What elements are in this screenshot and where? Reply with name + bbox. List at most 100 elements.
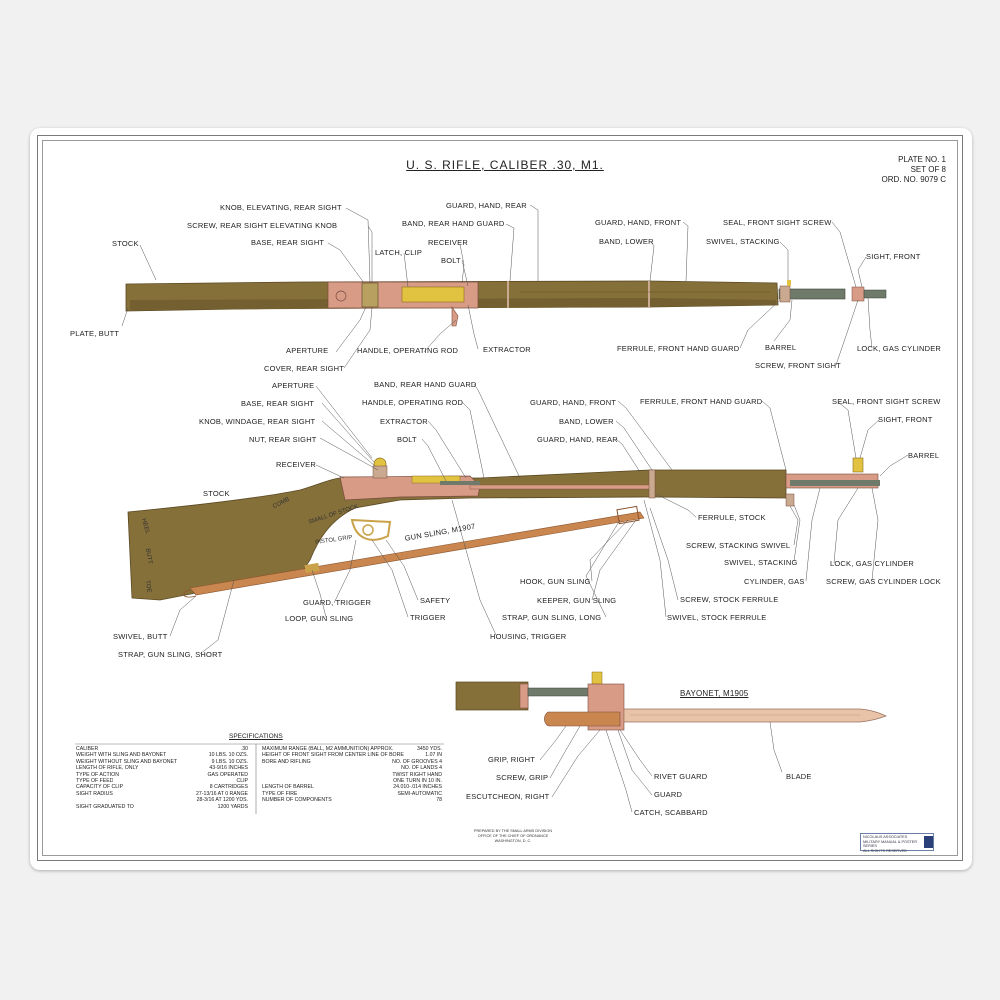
spec-row: NUMBER OF COMPONENTS 78 — [262, 797, 442, 803]
top-clip-opening — [401, 286, 465, 303]
label-mid-swivel-stacking: SWIVEL, STACKING — [724, 558, 798, 567]
spec-key: WEIGHT WITHOUT SLING AND BAYONET — [76, 758, 178, 765]
label-mid-aperture: APERTURE — [272, 381, 315, 390]
label-mid-swivel-butt: SWIVEL, BUTT — [113, 632, 168, 641]
label-mid-safety: SAFETY — [420, 596, 451, 605]
side-op-rod — [469, 484, 651, 490]
label-mid-bolt: BOLT — [397, 435, 417, 444]
label-mid-cylinder-gas: CYLINDER, GAS — [744, 577, 805, 586]
spec-key: HEIGHT OF FRONT SIGHT FROM CENTER LINE O… — [262, 752, 404, 759]
plate-title: U. S. RIFLE, CALIBER .30, M1. — [406, 158, 604, 172]
rifle-side-view — [127, 457, 880, 601]
label-top-stock: STOCK — [112, 239, 139, 248]
specifications-heading: SPECIFICATIONS — [229, 733, 283, 740]
label-mid-knob-windage: KNOB, WINDAGE, REAR SIGHT — [199, 417, 316, 426]
label-top-screw-elevating: SCREW, REAR SIGHT ELEVATING KNOB — [187, 221, 338, 230]
sticker-background — [30, 128, 972, 870]
label-mid-guard-trigger: GUARD, TRIGGER — [303, 598, 372, 607]
plate-set: SET OF 8 — [910, 165, 946, 174]
label-mid-band-lower: BAND, LOWER — [559, 417, 614, 426]
label-mid-nut-rear: NUT, REAR SIGHT — [249, 435, 317, 444]
label-mid-lock-gas: LOCK, GAS CYLINDER — [830, 559, 915, 568]
spec-key: BORE AND RIFLING — [262, 758, 311, 765]
label-top-ferrule-front-hg: FERRULE, FRONT HAND GUARD — [617, 344, 740, 353]
spec-value: .30 — [240, 746, 248, 752]
label-top-plate-butt: PLATE, BUTT — [70, 329, 120, 338]
plate-number-block: PLATE NO. 1 SET OF 8 ORD. NO. 9079 C — [836, 155, 946, 185]
side-gun-sling — [189, 511, 645, 596]
top-rear-sight-knob — [335, 290, 347, 302]
label-mid-screw-stacking-swivel: SCREW, STACKING SWIVEL — [686, 541, 791, 550]
side-trigger-guard — [350, 518, 392, 541]
spec-value: ONE TURN IN 10 IN. — [393, 778, 442, 785]
rifle-top-view — [125, 280, 887, 327]
bayonet-grip — [544, 711, 621, 727]
label-top-barrel: BARREL — [765, 343, 797, 352]
label-top-seal-front: SEAL, FRONT SIGHT SCREW — [723, 218, 832, 227]
publisher-line-2: MILITARY MANUAL & POSTER SERIES — [863, 839, 918, 849]
publisher-line-1: NICOLAUS ASSOCIATES — [863, 835, 908, 839]
label-top-sight-front: SIGHT, FRONT — [866, 252, 921, 261]
label-top-knob-elevating: KNOB, ELEVATING, REAR SIGHT — [220, 203, 342, 212]
label-mid-swivel-stock-ferrule: SWIVEL, STOCK FERRULE — [667, 613, 767, 622]
publisher-logo-icon — [924, 836, 933, 848]
spec-value: 24.010-.014 INCHES — [393, 784, 442, 791]
spec-row: CALIBER .30 — [76, 746, 248, 752]
ord-number: ORD. NO. 9079 C — [881, 175, 946, 184]
label-mid-guard-hand-front: GUARD, HAND, FRONT — [530, 398, 617, 407]
label-mid-housing-trigger: HOUSING, TRIGGER — [490, 632, 567, 641]
spec-value: NO. OF GROOVES 4 — [392, 758, 442, 765]
publisher-box: NICOLAUS ASSOCIATES MILITARY MANUAL & PO… — [860, 833, 934, 853]
label-top-band-rear-hg: BAND, REAR HAND GUARD — [402, 219, 505, 228]
spec-value: CLIP — [236, 778, 248, 785]
label-mid-stock: STOCK — [203, 489, 230, 498]
label-top-lock-gas: LOCK, GAS CYLINDER — [857, 344, 942, 353]
top-op-handle — [451, 306, 459, 327]
plate-number: PLATE NO. 1 — [898, 155, 946, 164]
spec-row: ONE TURN IN 10 IN. — [262, 778, 442, 784]
label-mid-sight-front: SIGHT, FRONT — [878, 415, 933, 424]
label-bayonet-escutcheon: ESCUTCHEON, RIGHT — [466, 792, 550, 801]
bayonet-diagram — [455, 671, 887, 731]
label-top-latch-clip: LATCH, CLIP — [375, 248, 423, 257]
spec-key: NUMBER OF COMPONENTS — [262, 797, 332, 804]
spec-value: 78 — [436, 797, 442, 804]
spec-value: GAS OPERATED — [207, 771, 248, 778]
label-mid-screw-stock-ferrule: SCREW, STOCK FERRULE — [680, 595, 779, 604]
spec-value: 27-13/16 AT 0 RANGE — [196, 790, 248, 797]
spec-value: SEMI-AUTOMATIC — [397, 790, 442, 797]
label-mid-loop-sling: LOOP, GUN SLING — [285, 614, 354, 623]
footer-prepared-line-2: OFFICE OF THE CHIEF OF ORDNANCE — [477, 833, 549, 838]
poster-border-inner — [42, 140, 958, 856]
spec-row: MAXIMUM RANGE (BALL, M2 AMMUNITION) APPR… — [262, 746, 442, 752]
publisher-line-3: ALL RIGHTS RESERVED — [863, 848, 907, 853]
label-top-cover-rear: COVER, REAR SIGHT — [264, 364, 345, 373]
label-mid-hook-sling: HOOK, GUN SLING — [520, 577, 591, 586]
leader-lines — [121, 204, 909, 813]
spec-key: CALIBER — [76, 746, 99, 752]
label-mid-base-rear: BASE, REAR SIGHT — [241, 399, 315, 408]
label-mid-extractor: EXTRACTOR — [380, 417, 428, 426]
spec-value: 1200 YARDS — [217, 803, 248, 810]
label-bayonet-grip-right: GRIP, RIGHT — [488, 755, 536, 764]
label-top-bolt: BOLT — [441, 256, 461, 265]
spec-value: 1.07 IN — [425, 752, 442, 759]
spec-row: HEIGHT OF FRONT SIGHT FROM CENTER LINE O… — [262, 752, 442, 758]
spec-row: 28-3/16 AT 1200 YDS. — [76, 797, 248, 803]
label-bayonet-screw-grip: SCREW, GRIP — [496, 773, 549, 782]
top-front-sight — [851, 286, 865, 302]
label-top-swivel-stacking: SWIVEL, STACKING — [706, 237, 780, 246]
label-mid-band-rear-hg: BAND, REAR HAND GUARD — [374, 380, 477, 389]
specifications-right: MAXIMUM RANGE (BALL, M2 AMMUNITION) APPR… — [262, 746, 442, 804]
spec-value: 43-9/16 INCHES — [209, 765, 248, 772]
spec-row: NO. OF LANDS 4 — [262, 765, 442, 771]
bayonet-blade — [623, 708, 887, 723]
